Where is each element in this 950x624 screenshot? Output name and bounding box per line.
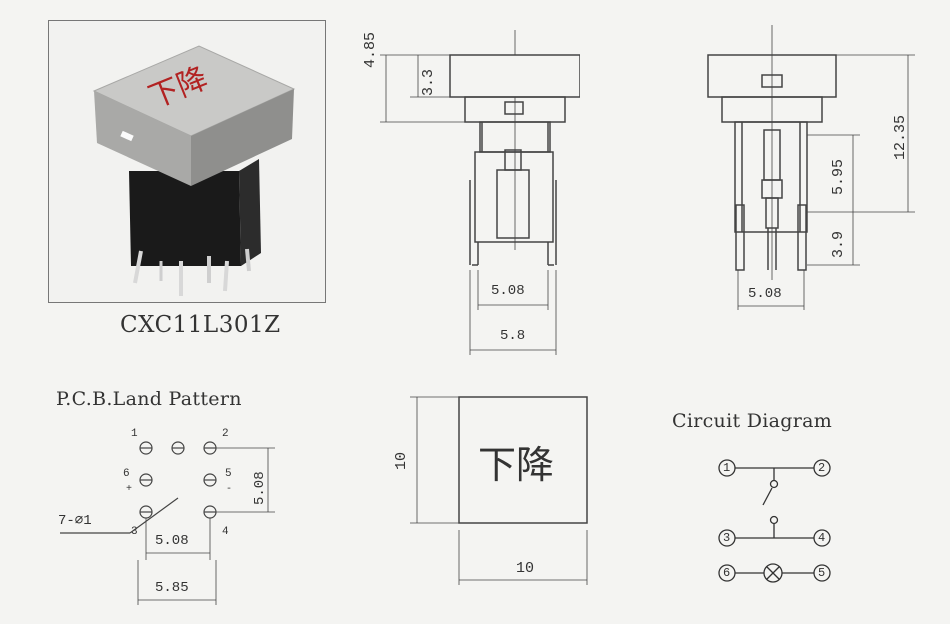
pcb-pin-5: 5 xyxy=(225,468,232,480)
dim-pin-length: 3.9 xyxy=(830,230,847,258)
top-view-dim-width: 10 xyxy=(516,560,535,577)
circuit-pin-1: 1 xyxy=(723,461,731,475)
switch-photo-illustration xyxy=(92,45,296,296)
product-photo: 下降 xyxy=(48,20,326,303)
model-number: CXC11L301Z xyxy=(120,312,281,338)
pcb-plus-mark: + xyxy=(126,484,133,495)
dim-outer-width: 5.8 xyxy=(500,328,526,344)
dim-inner-pitch: 5.08 xyxy=(491,283,525,299)
dim-body-height: 5.95 xyxy=(830,158,847,195)
circuit-title: Circuit Diagram xyxy=(672,410,833,432)
dim-total-height: 12.35 xyxy=(892,114,909,160)
circuit-pin-6: 6 xyxy=(723,566,731,580)
side-view-drawing xyxy=(707,25,915,310)
pcb-hole-label: 7-⌀1 xyxy=(58,513,92,529)
circuit-pin-4: 4 xyxy=(818,531,826,545)
dim-cap-height: 3.3 xyxy=(420,68,437,96)
pcb-title: P.C.B.Land Pattern xyxy=(56,388,242,410)
circuit-pin-5: 5 xyxy=(818,566,826,580)
pcb-dim-outer-x: 5.85 xyxy=(155,580,189,596)
dim-overall-height: 4.85 xyxy=(362,31,379,68)
pcb-pin-3: 3 xyxy=(131,526,138,538)
top-view-cap-legend: 下降 xyxy=(478,443,555,487)
pcb-pin-6: 6 xyxy=(123,468,130,480)
pcb-pin-1: 1 xyxy=(131,428,138,440)
pcb-pin-2: 2 xyxy=(222,428,229,440)
dim-pin-pitch: 5.08 xyxy=(748,286,782,302)
pcb-dim-pitch-x: 5.08 xyxy=(155,533,189,549)
circuit-pin-2: 2 xyxy=(818,461,826,475)
pcb-dim-pitch-y: 5.08 xyxy=(252,471,268,505)
top-view-dim-height: 10 xyxy=(393,451,410,470)
circuit-pin-3: 3 xyxy=(723,531,731,545)
pcb-minus-mark: - xyxy=(226,484,233,495)
circuit-diagram xyxy=(718,459,831,583)
front-view-drawing xyxy=(380,30,580,355)
pcb-pattern-drawing xyxy=(60,441,275,605)
pcb-pin-4: 4 xyxy=(222,526,229,538)
top-view-drawing xyxy=(410,396,588,585)
